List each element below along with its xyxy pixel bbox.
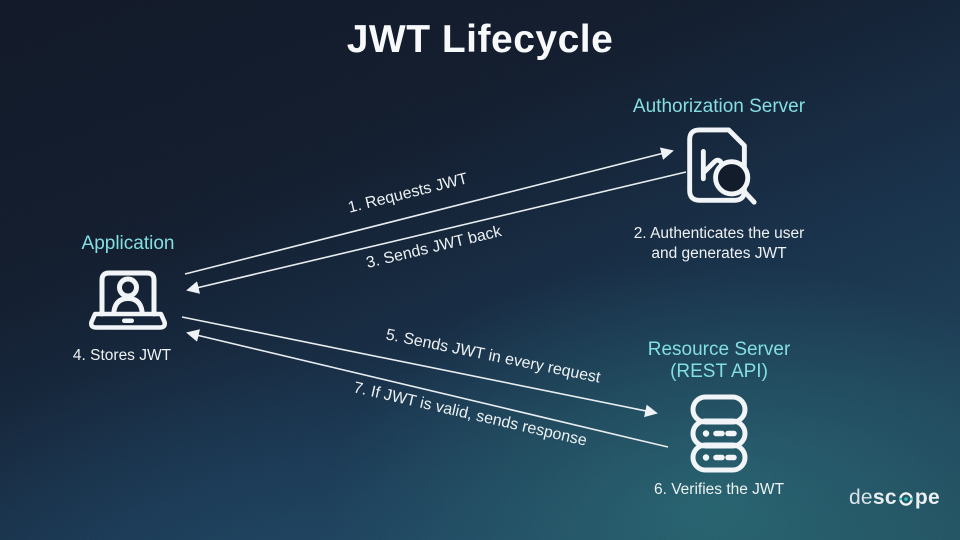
application-label: Application [81, 233, 175, 254]
document-search-icon [676, 122, 760, 216]
logo-text-pe: pe [914, 486, 940, 509]
server-stack-icon [683, 393, 755, 475]
logo-text-sc: sc [872, 486, 897, 509]
auth-server-caption-line2: and generates JWT [651, 245, 787, 263]
logo-text-de: de [848, 486, 873, 509]
resource-server-label: Resource Server (REST API) [648, 339, 791, 383]
resource-server-label-line2: (REST API) [670, 361, 768, 383]
resource-server-caption: 6. Verifies the JWT [653, 481, 785, 498]
resource-server-label-line1: Resource Server [647, 339, 791, 360]
application-caption: 4. Stores JWT [72, 347, 172, 364]
arrow-label-sends-jwt-back: 3. Sends JWT back [364, 223, 504, 272]
auth-server-label: Authorization Server [632, 96, 806, 117]
auth-server-caption-line1: 2. Authenticates the user [633, 225, 805, 242]
arrow-label-valid-jwt-response: 7. If JWT is valid, sends response [351, 379, 589, 450]
auth-server-caption: 2. Authenticates the user and generates … [634, 224, 805, 264]
arrow-label-requests-jwt: 1. Requests JWT [346, 170, 470, 217]
descope-o-icon [899, 492, 913, 506]
page-title: JWT Lifecycle [346, 18, 614, 61]
arrow-label-sends-jwt-every-request: 5. Sends JWT in every request [384, 326, 602, 387]
laptop-user-icon [86, 264, 170, 334]
